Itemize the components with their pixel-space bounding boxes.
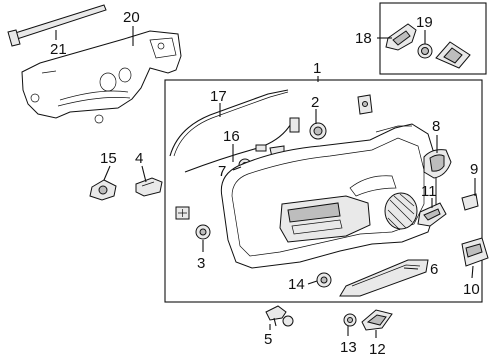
inside-handle-part-8: [423, 149, 452, 179]
switch-part-10: [461, 237, 489, 267]
pocket-part-18: [385, 23, 417, 51]
door-trim-panel-part-1: [220, 123, 437, 269]
callout-3: 3: [197, 255, 205, 272]
leader-lines: [55, 26, 476, 338]
plug-part-2: [309, 122, 327, 140]
callout-1: 1: [313, 60, 321, 77]
callout-17: 17: [210, 88, 227, 105]
callout-19: 19: [416, 14, 433, 31]
callout-16: 16: [223, 128, 240, 145]
callout-8: 8: [432, 118, 440, 135]
push-pin-part-5: [265, 305, 294, 327]
grommet-part-13: [343, 313, 357, 327]
callout-13: 13: [340, 339, 357, 356]
callout-10: 10: [463, 281, 480, 298]
callout-21: 21: [50, 41, 67, 58]
bezel-part-18b: [435, 41, 471, 69]
callout-6: 6: [430, 261, 438, 278]
bracket-small: [357, 94, 373, 115]
callout-4: 4: [135, 150, 143, 167]
water-deflector-part-20: [21, 30, 182, 124]
callout-14: 14: [288, 276, 305, 293]
cover-square: [175, 206, 190, 220]
callout-labels: 21 20 18 19 1 2 17 16 7 8 9 11 15 4 3 6 …: [50, 9, 480, 358]
grommet-part-14: [316, 272, 332, 288]
callout-5: 5: [264, 331, 272, 348]
callout-18: 18: [355, 30, 372, 47]
bezel-part-12: [361, 309, 393, 331]
callout-12: 12: [369, 341, 386, 358]
plug-part-3: [195, 224, 211, 240]
callout-7: 7: [218, 163, 226, 180]
trim-part-9: [461, 193, 479, 211]
callout-15: 15: [100, 150, 117, 167]
weatherstrip-part-21: [7, 4, 107, 47]
socket-part-15: [89, 179, 117, 201]
callout-2: 2: [311, 94, 319, 111]
callout-20: 20: [123, 9, 140, 26]
bezel-part-11: [417, 202, 447, 227]
clip-part-4: [135, 177, 163, 197]
armrest-part-6: [339, 259, 429, 297]
callout-9: 9: [470, 161, 478, 178]
callout-11: 11: [421, 183, 437, 200]
main-assembly-frame: [164, 79, 483, 303]
grommet-part-19: [417, 43, 433, 59]
